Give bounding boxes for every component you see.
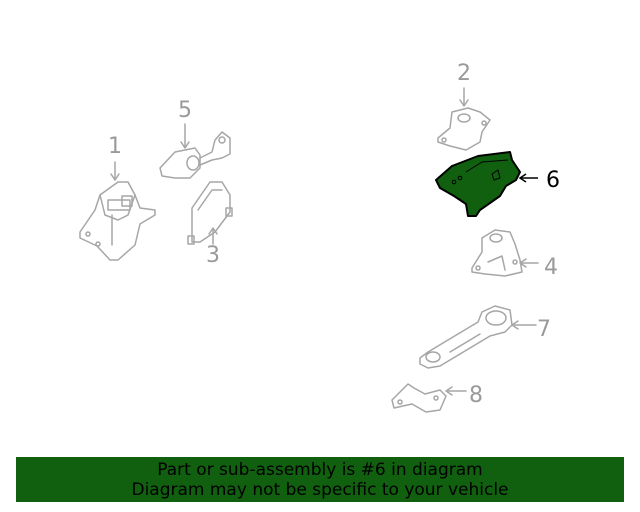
part-8-bracket[interactable]: [391, 383, 467, 413]
callout-2[interactable]: 2: [457, 61, 471, 86]
banner-part-note: Part or sub-assembly is #6 in diagram: [157, 460, 483, 480]
callout-3[interactable]: 3: [206, 243, 220, 268]
callout-1[interactable]: 1: [108, 134, 122, 159]
part-7-torque-arm[interactable]: [419, 305, 537, 369]
part-2-mount[interactable]: [437, 87, 491, 151]
callout-6[interactable]: 6: [546, 168, 560, 193]
callout-7[interactable]: 7: [537, 317, 551, 342]
banner-disclaimer: Diagram may not be specific to your vehi…: [131, 480, 509, 500]
parts-diagram: 1 2 3 4 5 6 7 8: [79, 61, 560, 413]
part-1-engine-mount[interactable]: [79, 161, 156, 261]
callout-4[interactable]: 4: [544, 255, 558, 280]
part-3-bracket[interactable]: [187, 181, 233, 245]
part-6-highlighted-bracket[interactable]: [435, 151, 538, 217]
part-5-torque-rod[interactable]: [159, 123, 231, 179]
callout-8[interactable]: 8: [469, 383, 483, 408]
info-banner: Part or sub-assembly is #6 in diagram Di…: [16, 457, 624, 502]
part-4-mount[interactable]: [471, 229, 539, 277]
callout-5[interactable]: 5: [178, 98, 192, 123]
